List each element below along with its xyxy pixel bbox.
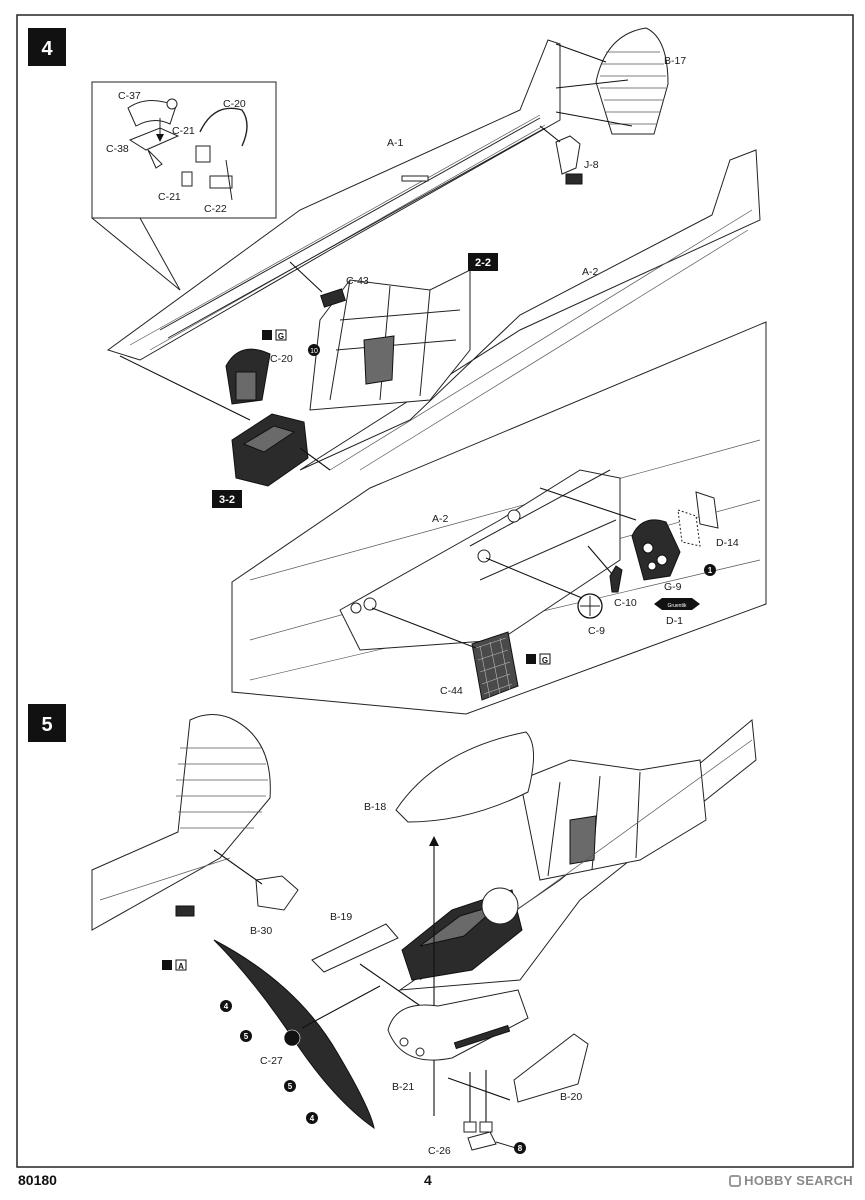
label-b21: B-21 bbox=[392, 1081, 414, 1093]
callout-5a: 5 bbox=[244, 1032, 249, 1041]
engine-installed bbox=[401, 887, 523, 981]
label-c37: C-37 bbox=[118, 90, 141, 102]
callout-1: 1 bbox=[708, 566, 713, 575]
tail-section: B-30 bbox=[91, 714, 299, 937]
callout-4b: 4 bbox=[310, 1114, 315, 1123]
hobby-search-logo-icon bbox=[729, 1175, 742, 1187]
watermark-text: HOBBY SEARCH bbox=[744, 1173, 853, 1188]
label-j8: J-8 bbox=[584, 159, 599, 171]
panel-b19: B-19 bbox=[311, 911, 433, 1015]
label-c27: C-27 bbox=[260, 1055, 283, 1067]
label-a2-inset: A-2 bbox=[432, 513, 449, 525]
part-c43: C-43 bbox=[289, 261, 369, 308]
page-border bbox=[16, 14, 854, 1168]
step-4-detail-inset: C-37 C-20 C-21 C-38 C-21 C-22 bbox=[91, 81, 277, 291]
label-a2-top: A-2 bbox=[582, 266, 599, 278]
step-5-number: 5 bbox=[41, 714, 52, 736]
callout-4a: 4 bbox=[224, 1002, 229, 1011]
callout-10: 10 bbox=[310, 348, 318, 355]
label-c26: C-26 bbox=[428, 1145, 451, 1157]
fuselage-a1: A-1 bbox=[106, 39, 561, 361]
callout-5b: 5 bbox=[288, 1082, 293, 1091]
subassembly-2-2-label: 2-2 bbox=[475, 257, 491, 269]
rudder-b17: B-17 bbox=[555, 27, 686, 135]
kit-number: 80180 bbox=[18, 1172, 57, 1188]
tailwheel-j8: J-8 bbox=[539, 125, 599, 185]
label-c20-inset: C-20 bbox=[223, 98, 246, 110]
label-c43: C-43 bbox=[346, 275, 369, 287]
label-a1: A-1 bbox=[387, 137, 404, 149]
paint-ref-c20: G bbox=[278, 332, 284, 341]
step-4-number: 4 bbox=[41, 38, 53, 60]
watermark: HOBBY SEARCH bbox=[729, 1173, 853, 1188]
subassembly-3-2-badge bbox=[212, 490, 242, 508]
label-b20: B-20 bbox=[560, 1091, 582, 1103]
fuselage-a2: A-2 bbox=[299, 149, 761, 471]
label-d14: D-14 bbox=[716, 537, 739, 549]
label-c10: C-10 bbox=[614, 597, 637, 609]
propeller-c27: A C-27 4 5 5 4 bbox=[162, 939, 381, 1130]
label-c21-a: C-21 bbox=[172, 125, 195, 137]
page-footer: 80180 4 HOBBY SEARCH bbox=[0, 1170, 865, 1196]
paint-ref-c44: G bbox=[542, 656, 548, 665]
page-number: 4 bbox=[424, 1172, 432, 1188]
label-b19: B-19 bbox=[330, 911, 352, 923]
panel-b20: B-20 bbox=[513, 1033, 589, 1103]
subassembly-2-2-badge bbox=[468, 253, 498, 271]
cowling-b18: B-18 bbox=[364, 731, 535, 1116]
callout-8: 8 bbox=[518, 1144, 523, 1153]
label-c38: C-38 bbox=[106, 143, 129, 155]
lower-cowl-b21: B-21 bbox=[387, 989, 529, 1101]
label-b17: B-17 bbox=[664, 55, 686, 67]
step-5-badge bbox=[28, 704, 66, 742]
label-b18: B-18 bbox=[364, 801, 386, 813]
part-c20: G C-20 bbox=[225, 329, 293, 405]
label-c22: C-22 bbox=[204, 203, 227, 215]
d1-tag-text: Gruentik bbox=[668, 603, 687, 609]
label-g9: G-9 bbox=[664, 581, 682, 593]
engine-assembly: 3-2 bbox=[119, 355, 331, 508]
part-c44: G C-44 bbox=[371, 607, 551, 701]
step-4-badge bbox=[28, 28, 66, 66]
subassembly-3-2-label: 3-2 bbox=[219, 494, 235, 506]
label-c9: C-9 bbox=[588, 625, 605, 637]
label-c20: C-20 bbox=[270, 353, 293, 365]
label-c21-b: C-21 bbox=[158, 191, 181, 203]
step-5: 5 B-30 bbox=[28, 704, 757, 1157]
forward-fuselage bbox=[398, 719, 757, 991]
exhaust-c26: 8 C-26 bbox=[428, 1070, 526, 1157]
label-b30: B-30 bbox=[250, 925, 272, 937]
cockpit-frame: 2-2 10 bbox=[308, 253, 498, 411]
cockpit-inset: A-2 G-9 1 D-14 Gruentik D-1 C-10 bbox=[231, 321, 767, 715]
step-4: 4 C-37 C-20 C-21 C-38 C-21 bbox=[28, 27, 767, 715]
paint-ref-prop: A bbox=[178, 962, 184, 971]
label-c44: C-44 bbox=[440, 685, 463, 697]
label-d1: D-1 bbox=[666, 615, 683, 627]
